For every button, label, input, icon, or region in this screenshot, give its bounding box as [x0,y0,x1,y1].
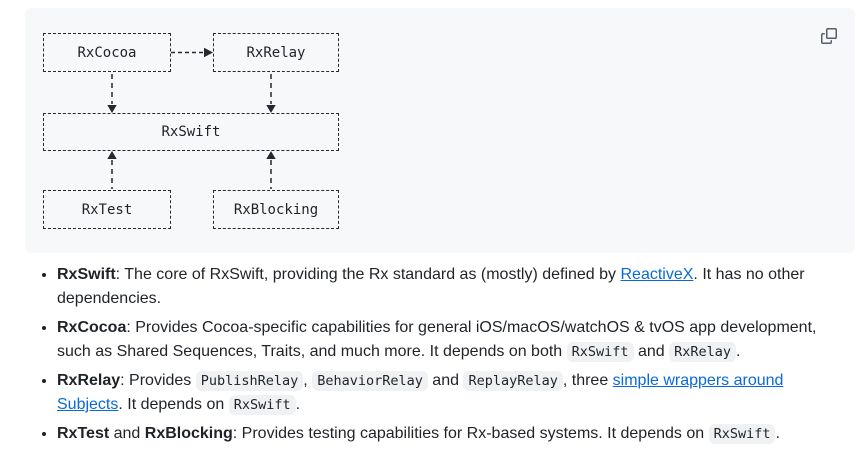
dependency-diagram: RxCocoa RxRelay RxSwift RxTest RxBlockin… [25,8,855,253]
diagram-box-rxcocoa: RxCocoa [43,33,171,72]
package-name: RxTest [57,425,110,442]
reactivex-link[interactable]: ReactiveX [620,266,694,283]
copy-button[interactable] [815,22,843,50]
diagram-box-label: RxRelay [246,44,306,61]
diagram-box-label: RxSwift [161,124,221,140]
list-item-rxrelay: RxRelay: Provides PublishRelay, Behavior… [57,369,837,417]
diagram-box-label: RxBlocking [233,201,319,218]
package-name: RxCocoa [57,319,127,336]
subjects-wrappers-link[interactable]: simple wrappers around Subjects [57,372,784,413]
inline-code: RxRelay [669,342,737,362]
diagram-box-rxrelay: RxRelay [213,33,339,72]
package-name: RxRelay [57,372,121,389]
diagram-box-rxtest: RxTest [43,190,171,229]
inline-code: BehaviorRelay [312,371,428,391]
copy-icon [821,28,837,44]
list-item-rxtest-rxblocking: RxTest and RxBlocking: Provides testing … [57,422,837,446]
inline-code: ReplayRelay [463,371,563,391]
dependency-diagram-code-block: RxCocoa RxRelay RxSwift RxTest RxBlockin… [25,8,855,253]
inline-code: RxSwift [708,424,776,444]
dependency-list: RxSwift: The core of RxSwift, providing … [25,263,837,451]
diagram-box-label: RxCocoa [77,44,137,61]
diagram-box-rxswift: RxSwift [43,113,339,151]
package-name: RxBlocking [144,425,233,442]
inline-code: RxSwift [566,342,634,362]
list-item-rxcocoa: RxCocoa: Provides Cocoa-specific capabil… [57,316,837,364]
diagram-box-label: RxTest [81,201,133,218]
diagram-box-rxblocking: RxBlocking [213,190,339,229]
inline-code: RxSwift [228,395,296,415]
list-item-rxswift: RxSwift: The core of RxSwift, providing … [57,263,837,311]
package-name: RxSwift [57,266,116,283]
inline-code: PublishRelay [195,371,304,391]
